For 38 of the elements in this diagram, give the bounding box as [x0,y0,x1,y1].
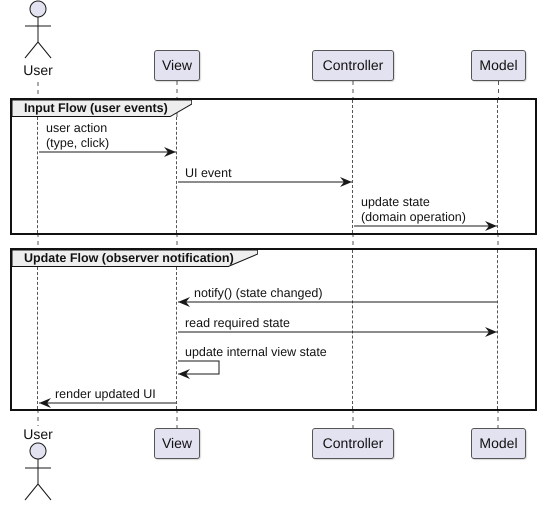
frame-title: Input Flow (user events) [12,100,192,117]
lifeline [352,80,354,100]
lifeline [176,267,178,409]
lifeline [497,100,499,233]
message-label: update state (domain operation) [361,195,467,225]
lifeline [352,408,354,428]
message-arrow [178,327,498,337]
lifeline [37,117,39,233]
message-arrow [354,221,498,231]
message-label: read required state [185,316,290,331]
message-label: notify() (state changed) [194,286,323,301]
message-arrow [178,297,498,307]
frame [10,248,537,411]
message-arrow [178,360,220,379]
lifeline [176,408,178,428]
lifeline [498,80,499,100]
lifeline [37,267,39,409]
participant-box: View [154,50,200,81]
participant-box: Controller [312,428,394,459]
participant-box: Model [471,428,526,459]
message-arrow [178,177,352,187]
participant-box: Model [471,50,526,81]
frame-title: Update Flow (observer notification) [12,250,258,267]
actor-label: User [23,426,53,442]
message-label: update internal view state [185,345,327,360]
lifeline [352,100,354,233]
message-label: user action (type, click) [46,121,110,151]
message-arrow [38,398,176,408]
actor-label: User [23,62,53,78]
message-label: UI event [185,166,232,181]
message-label: render updated UI [55,387,156,402]
message-arrow [38,147,176,157]
lifeline [352,250,354,409]
lifeline [176,117,178,233]
frame [10,98,537,235]
lifeline [497,250,499,409]
participant-box: View [154,428,200,459]
participant-box: Controller [312,50,394,81]
